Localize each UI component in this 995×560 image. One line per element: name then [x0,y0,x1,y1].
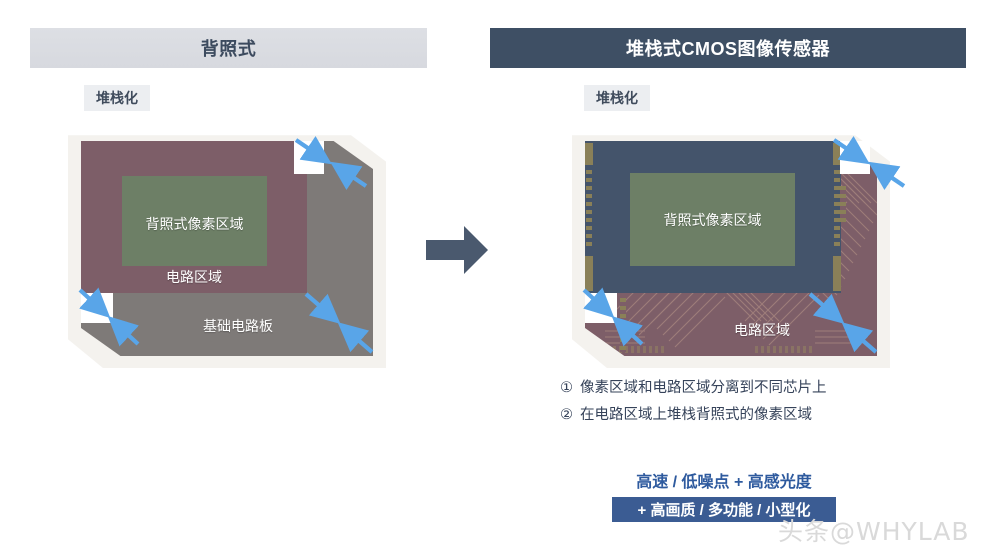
bond-pad [833,256,841,291]
bond-pad-strip [620,298,626,352]
stacked-sensor-diagram: 背照式像素区域 电路区域 [572,128,906,368]
bsi-sensor-diagram: 背照式像素区域 电路区域 基础电路板 [68,128,386,368]
left-notch-bottom-left [81,293,113,323]
stacking-label-right: 堆栈化 [584,85,650,111]
stacking-label-left: 堆栈化 [84,85,150,111]
panel-header-left: 背照式 [30,28,427,68]
right-pixel-region-label: 背照式像素区域 [663,212,762,228]
right-notch-bottom-left [585,293,617,323]
note-text: 像素区域和电路区域分离到不同芯片上 [580,380,827,396]
left-notch-top-right [294,141,324,174]
bond-pad-strip [834,170,840,250]
list-item: ② 在电路区域上堆栈背照式的像素区域 [560,402,980,429]
list-item: ① 像素区域和电路区域分离到不同芯片上 [560,375,980,402]
feature-notes-list: ① 像素区域和电路区域分离到不同芯片上 ② 在电路区域上堆栈背照式的像素区域 [560,375,980,429]
right-circuit-region-label: 电路区域 [734,322,790,338]
bond-pad-strip [840,186,846,222]
right-pixel-region-layer [630,173,795,266]
transition-arrow-icon [426,226,488,274]
note-number: ② [560,407,573,423]
bond-pad-strip [586,170,592,250]
left-base-board-label: 基础电路板 [203,318,273,334]
watermark-text: 头条@WHYLAB [778,517,970,546]
benefit-line-primary: 高速 / 低噪点 + 高感光度 [636,474,812,491]
left-circuit-region-label: 电路区域 [166,269,222,285]
right-notch-top-right [840,141,870,174]
benefit-badge: + 高画质 / 多功能 / 小型化 [612,497,836,522]
left-pixel-region-label: 背照式像素区域 [145,216,244,232]
bond-pad [585,143,593,165]
bond-pad [585,256,593,291]
note-text: 在电路区域上堆栈背照式的像素区域 [580,407,812,423]
note-number: ① [560,380,573,396]
panel-header-right: 堆栈式CMOS图像传感器 [490,28,966,68]
left-pixel-region-layer [122,176,267,266]
